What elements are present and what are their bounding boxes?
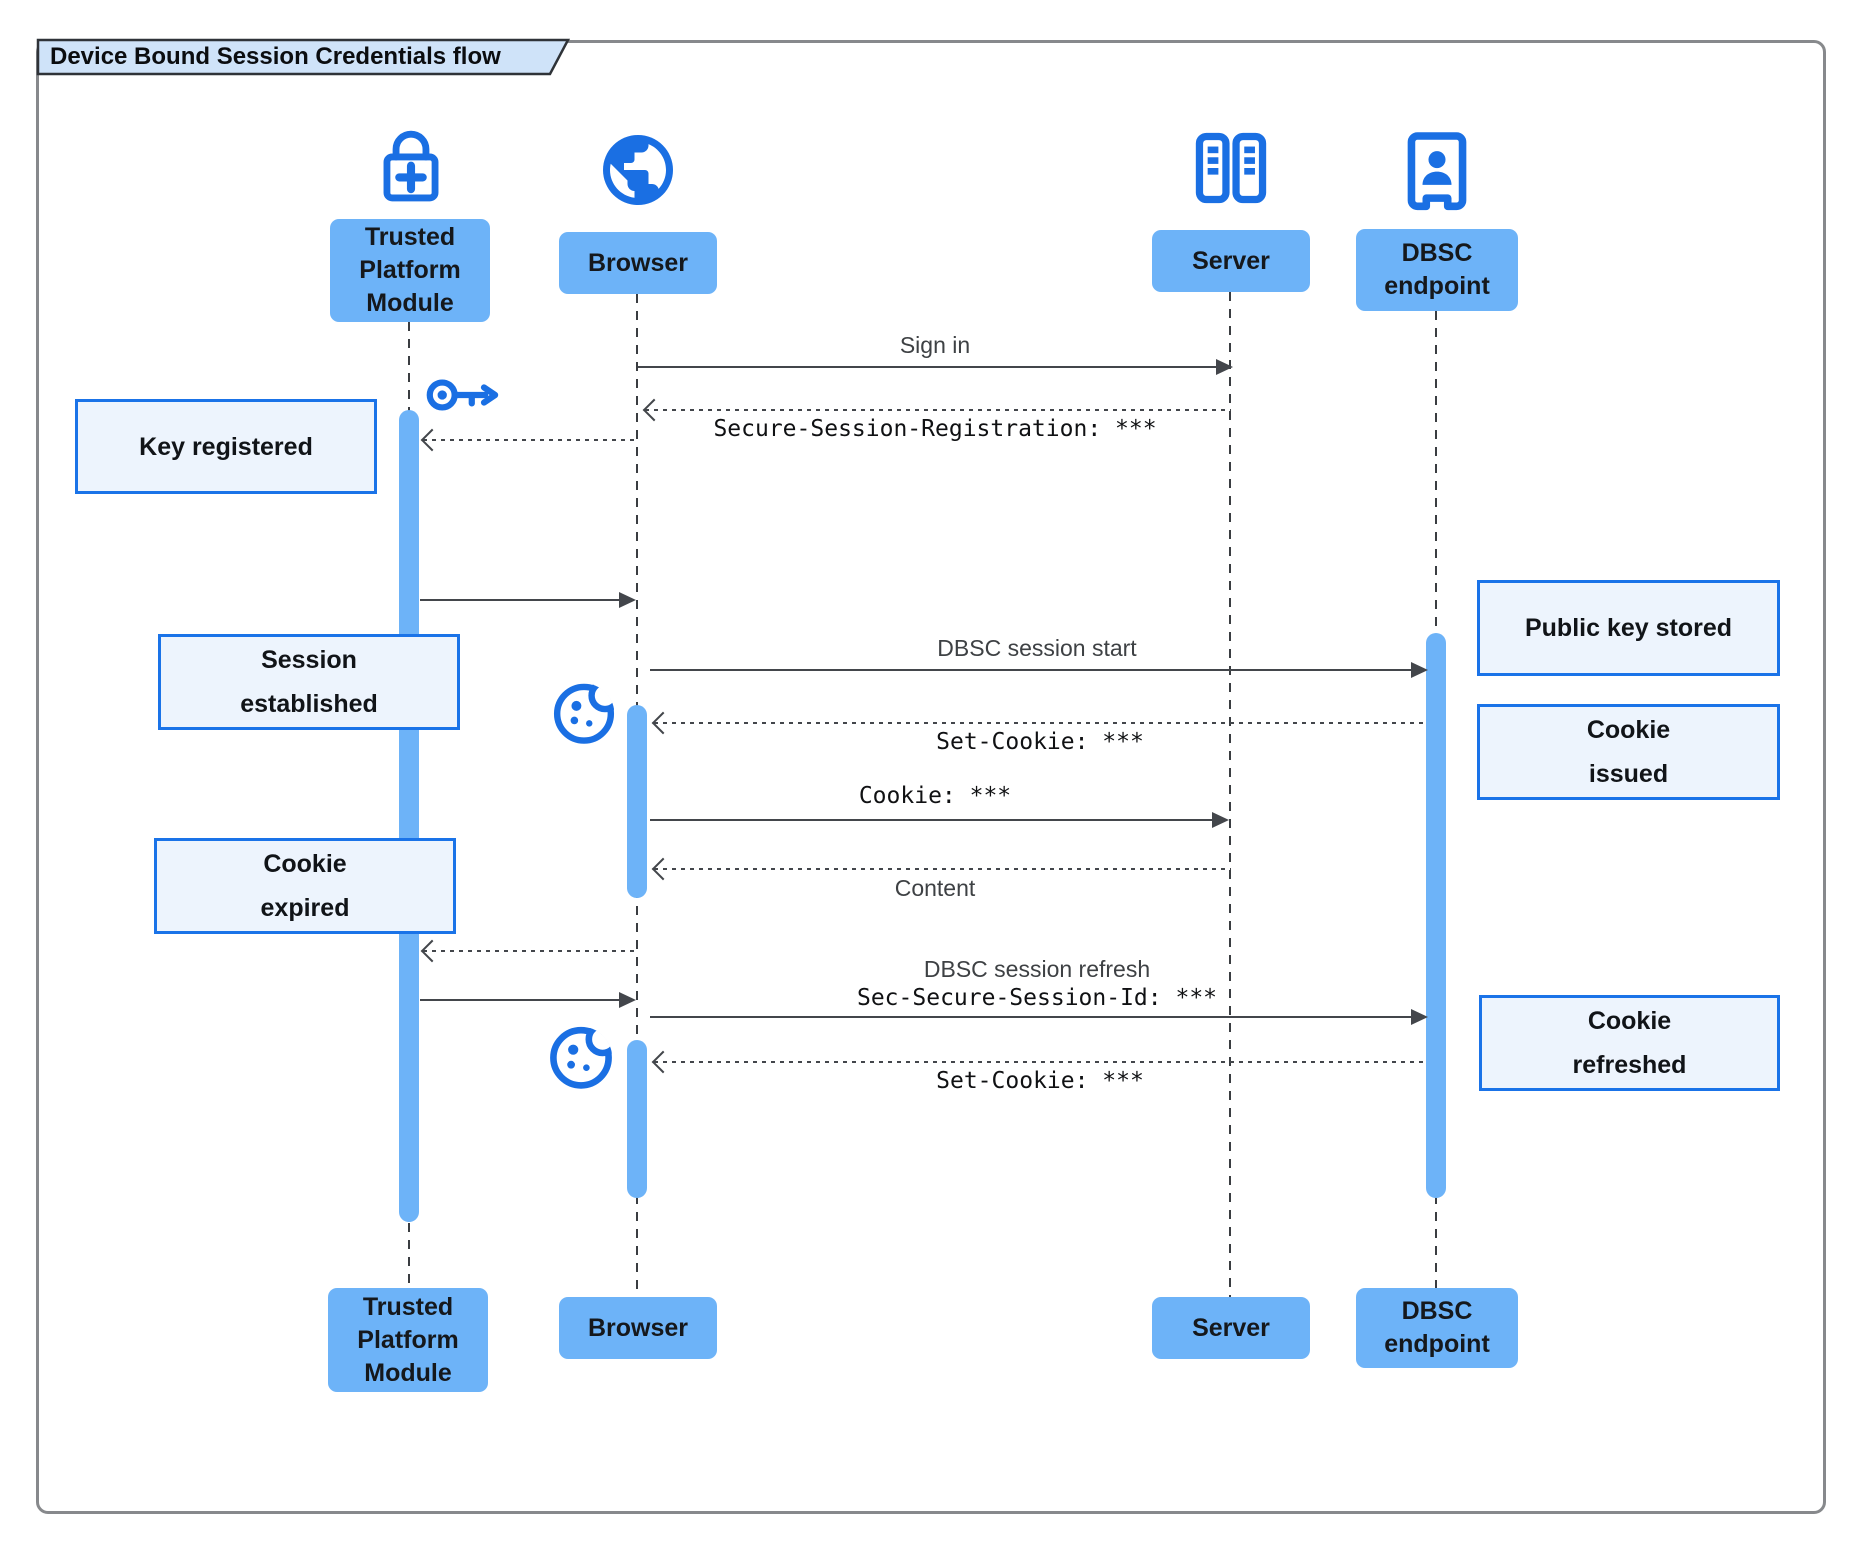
participant-label: Browser [587, 1313, 689, 1342]
message-label-sign-in: Sign in [899, 332, 971, 358]
activation-bar-browser-2 [627, 1040, 647, 1198]
note-key-registered: Key registered [75, 399, 377, 494]
message-label-secure-session-registration: Secure-Session-Registration: *** [713, 416, 1157, 442]
message-label-set-cookie-2: Set-Cookie: *** [936, 1068, 1144, 1094]
message-line-browser-to-tpm-1 [420, 428, 638, 452]
participant-label: Platform [357, 1325, 459, 1354]
participant-label: Module [364, 1358, 452, 1387]
participant-top-tpm: Trusted Platform Module [330, 219, 490, 322]
message-line-tpm-to-browser-1 [420, 592, 636, 608]
note-text: Key registered [139, 432, 313, 461]
participant-label: endpoint [1384, 1330, 1490, 1358]
arrowhead-icon [1216, 359, 1233, 375]
activation-bar-tpm [399, 410, 419, 1222]
participant-bottom-dbsc: DBSC endpoint [1356, 1288, 1518, 1368]
message-label-dbsc-session-start: DBSC session start [937, 635, 1137, 661]
participant-top-server: Server [1152, 230, 1310, 292]
message-line-secure-session-registration [642, 398, 1231, 422]
message-label-cookie: Cookie: *** [858, 783, 1012, 809]
message-line-browser-to-tpm-2 [420, 939, 638, 963]
title-tab-shape [36, 38, 570, 76]
message-line-cookie [650, 812, 1229, 828]
arrowhead-icon [619, 592, 636, 608]
cookie-icon [545, 1019, 617, 1093]
participant-label: Server [1192, 1313, 1270, 1342]
message-line-set-cookie-2 [651, 1050, 1426, 1074]
message-label-sec-secure-session-id: Sec-Secure-Session-Id: *** [856, 985, 1218, 1011]
message-label-dbsc-session-refresh: DBSC session refresh [923, 956, 1151, 982]
note-text: Session [261, 646, 357, 674]
activation-bar-dbsc [1426, 633, 1446, 1198]
participant-label: Server [1192, 246, 1270, 275]
participant-label: DBSC [1401, 239, 1473, 267]
message-label-set-cookie-1: Set-Cookie: *** [936, 729, 1144, 755]
message-label-content: Content [894, 875, 976, 901]
note-text: Cookie [263, 850, 347, 878]
note-public-key-stored: Public key stored [1477, 580, 1780, 676]
globe-icon [596, 128, 680, 212]
note-text: established [240, 690, 378, 718]
door-person-icon [1402, 130, 1472, 212]
lifeline-server [1229, 292, 1231, 1297]
arrowhead-icon [619, 992, 636, 1008]
diagram-title: Device Bound Session Credentials flow [50, 43, 501, 70]
message-line-dbsc-session-refresh [650, 1009, 1428, 1025]
arrowhead-icon [1411, 662, 1428, 678]
participant-label: Browser [587, 248, 689, 277]
note-text: issued [1588, 760, 1669, 788]
note-text: expired [260, 894, 350, 922]
message-line-dbsc-session-start [650, 662, 1428, 678]
message-line-tpm-to-browser-2 [420, 992, 636, 1008]
participant-label: Trusted [362, 1292, 454, 1321]
arrowhead-icon [1212, 812, 1229, 828]
arrowhead-icon [1411, 1009, 1428, 1025]
message-line-sign-in [638, 359, 1233, 375]
participant-label: DBSC [1401, 1297, 1473, 1325]
participant-label: endpoint [1384, 272, 1490, 300]
server-icon [1190, 130, 1272, 206]
participant-top-browser: Browser [559, 232, 717, 294]
lock-plus-icon [372, 124, 450, 212]
title-tab: Device Bound Session Credentials flow [36, 38, 570, 76]
key-icon [424, 368, 504, 422]
note-text: Cookie [1586, 716, 1671, 744]
note-text: Cookie [1587, 1007, 1672, 1035]
note-session-established: Session established [158, 634, 460, 730]
participant-bottom-browser: Browser [559, 1297, 717, 1359]
participant-bottom-tpm: Trusted Platform Module [328, 1288, 488, 1392]
participant-label: Module [366, 289, 454, 317]
message-line-set-cookie-1 [651, 711, 1426, 735]
cookie-icon [549, 676, 619, 748]
activation-bar-browser-1 [627, 705, 647, 898]
note-text: refreshed [1572, 1051, 1687, 1079]
participant-label: Platform [359, 256, 461, 284]
note-text: Public key stored [1524, 614, 1733, 642]
participant-top-dbsc: DBSC endpoint [1356, 229, 1518, 311]
message-line-content [651, 857, 1231, 881]
participant-bottom-server: Server [1152, 1297, 1310, 1359]
participant-label: Trusted [364, 223, 456, 251]
note-cookie-issued: Cookie issued [1477, 704, 1780, 800]
note-cookie-refreshed: Cookie refreshed [1479, 995, 1780, 1091]
note-cookie-expired: Cookie expired [154, 838, 456, 934]
